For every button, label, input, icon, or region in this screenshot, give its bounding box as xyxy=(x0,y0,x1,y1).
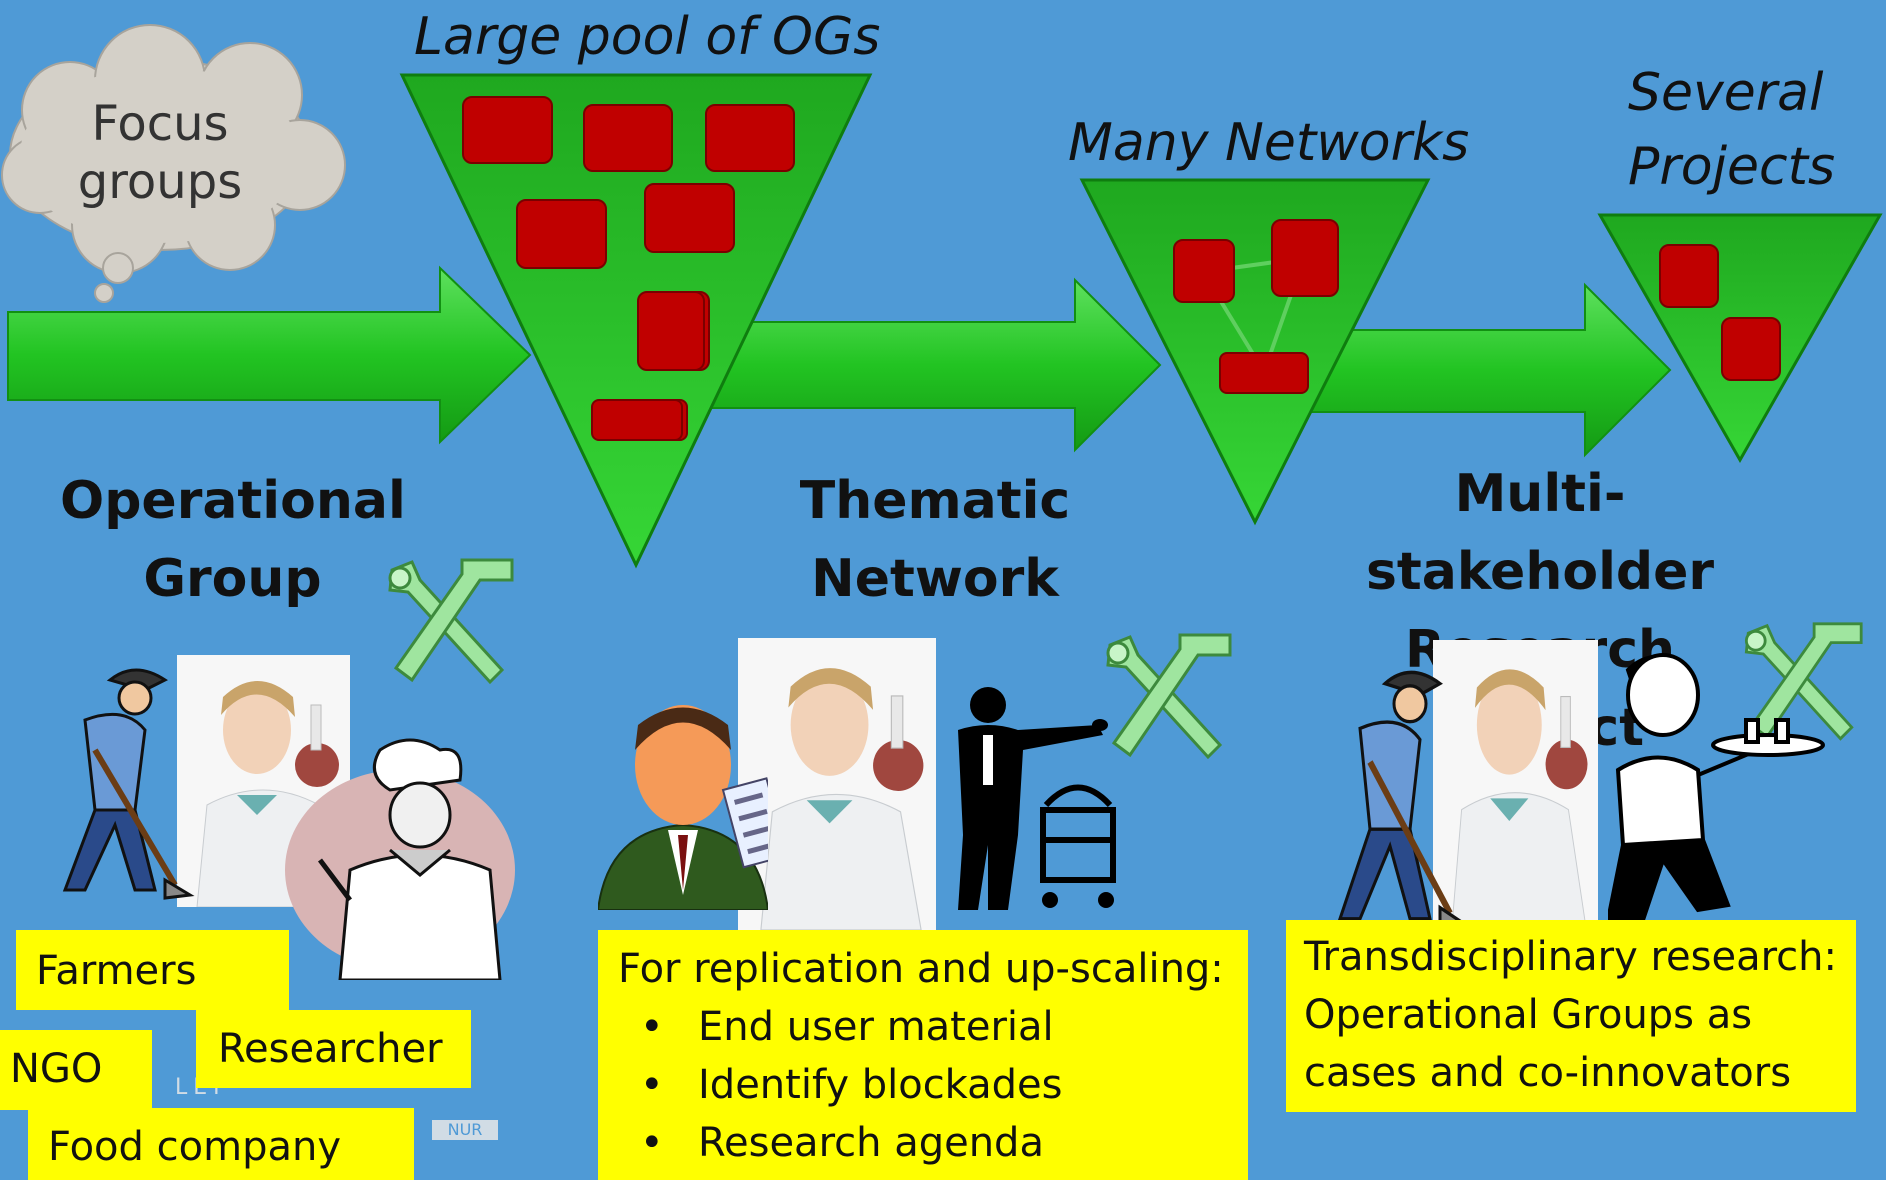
list-item: • Research agenda xyxy=(618,1114,1248,1172)
caption-networks: Many Networks xyxy=(1068,113,1470,173)
tn-box-title: For replication and up-scaling: xyxy=(618,946,1224,992)
caption-projects-line-1: Several xyxy=(1628,63,1824,123)
researcher-icon xyxy=(1433,640,1598,925)
background-logo-mark: NUR xyxy=(432,1120,498,1140)
msrp-box-line-2: Operational Groups as xyxy=(1304,992,1753,1038)
label-thematic-network: Thematic Network xyxy=(799,471,1071,609)
list-item-text: Research agenda xyxy=(698,1120,1044,1166)
label-operational-group: Operational Group xyxy=(60,462,406,618)
tools-icon xyxy=(1744,622,1863,741)
label-og-line-1: Operational xyxy=(60,471,406,531)
waiter-icon xyxy=(1608,653,1825,922)
cloud-line-1: Focus xyxy=(91,96,229,152)
list-item: • Identify blockades xyxy=(618,1056,1248,1114)
arrow-og xyxy=(7,265,532,445)
box-multi-stakeholder: Transdisciplinary research: Operational … xyxy=(1286,920,1856,1112)
bullet: • xyxy=(640,1004,664,1050)
farmer-icon xyxy=(1337,670,1470,930)
researcher-icon xyxy=(738,638,936,930)
box-ngo: NGO xyxy=(0,1030,152,1110)
list-item-text: Identify blockades xyxy=(698,1062,1063,1108)
cloud-text: Focus groups xyxy=(40,95,280,211)
chef-icon xyxy=(285,738,515,980)
box-researcher: Researcher xyxy=(196,1010,471,1088)
list-item: • End user material xyxy=(618,998,1248,1056)
butler-icon xyxy=(958,687,1116,910)
researcher-photo xyxy=(738,638,936,930)
focus-groups-cloud xyxy=(1,24,346,303)
bullet: • xyxy=(640,1062,664,1108)
box-food-company: Food company xyxy=(28,1108,414,1180)
funnel-tn xyxy=(1079,178,1431,526)
funnel-og xyxy=(399,73,873,569)
label-og-line-2: Group xyxy=(143,549,322,609)
farmer-icon xyxy=(62,668,195,900)
msrp-box-line-3: cases and co-innovators xyxy=(1304,1050,1792,1096)
arrow-msrp xyxy=(1299,282,1672,458)
tn-box-list: • End user material • Identify blockades •… xyxy=(618,998,1248,1172)
caption-og-pool: Large pool of OGs xyxy=(414,7,881,67)
list-item-text: End user material xyxy=(698,1004,1054,1050)
og-blocks xyxy=(462,96,795,441)
network-blocks xyxy=(1173,219,1339,394)
project-blocks xyxy=(1659,244,1781,381)
box-farmers: Farmers xyxy=(16,930,289,1010)
researcher-photo xyxy=(1433,640,1598,925)
caption-projects: Several Projects xyxy=(1628,56,1835,204)
businessman-icon xyxy=(598,705,768,910)
arrow-tn xyxy=(699,277,1162,453)
msrp-box-line-1: Transdisciplinary research: xyxy=(1304,934,1837,980)
tools-icon xyxy=(1106,633,1232,760)
caption-projects-line-2: Projects xyxy=(1628,137,1836,197)
cloud-line-2: groups xyxy=(77,154,243,210)
bullet: • xyxy=(640,1120,664,1166)
box-thematic-network: For replication and up-scaling: • End use… xyxy=(598,930,1248,1180)
tools-icon xyxy=(388,558,514,685)
label-msrp-line-1: Multi-stakeholder xyxy=(1365,464,1715,602)
